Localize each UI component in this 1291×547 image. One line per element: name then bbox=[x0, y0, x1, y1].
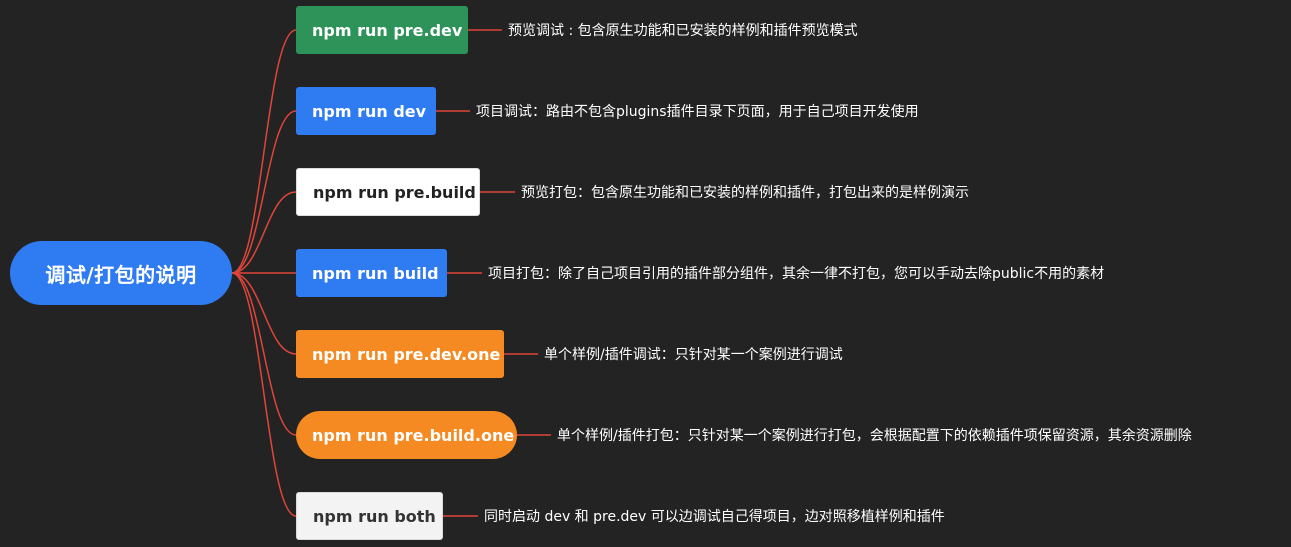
desc-pre-dev: 预览调试 : 包含原生功能和已安装的样例和插件预览模式 bbox=[508, 23, 858, 39]
desc-both: 同时启动 dev 和 pre.dev 可以边调试自己得项目，边对照移植样例和插件 bbox=[484, 509, 945, 525]
node-build[interactable]: npm run build bbox=[296, 249, 447, 297]
node-both[interactable]: npm run both bbox=[296, 492, 443, 540]
desc-dev: 项目调试：路由不包含plugins插件目录下页面，用于自己项目开发使用 bbox=[476, 104, 919, 120]
root-topic[interactable]: 调试/打包的说明 bbox=[10, 241, 232, 305]
connector-pre-dev bbox=[231, 29, 297, 274]
connector-both bbox=[231, 272, 297, 517]
desc-pre-build: 预览打包：包含原生功能和已安装的样例和插件，打包出来的是样例演示 bbox=[521, 185, 969, 201]
connector-pre-build bbox=[231, 191, 297, 274]
node-pre-dev[interactable]: npm run pre.dev bbox=[296, 6, 468, 54]
connector-dev bbox=[231, 110, 297, 274]
connector-pre-build-one bbox=[231, 272, 297, 436]
node-pre-dev-one[interactable]: npm run pre.dev.one bbox=[296, 330, 504, 378]
node-pre-build-one[interactable]: npm run pre.build.one bbox=[296, 411, 517, 459]
desc-pre-dev-one: 单个样例/插件调试：只针对某一个案例进行调试 bbox=[544, 347, 843, 363]
node-pre-build[interactable]: npm run pre.build bbox=[296, 168, 480, 216]
node-dev[interactable]: npm run dev bbox=[296, 87, 436, 135]
desc-pre-build-one: 单个样例/插件打包：只针对某一个案例进行打包，会根据配置下的依赖插件项保留资源，… bbox=[557, 428, 1192, 444]
desc-build: 项目打包：除了自己项目引用的插件部分组件，其余一律不打包，您可以手动去除publ… bbox=[488, 266, 1105, 282]
connector-pre-dev-one bbox=[231, 272, 297, 355]
